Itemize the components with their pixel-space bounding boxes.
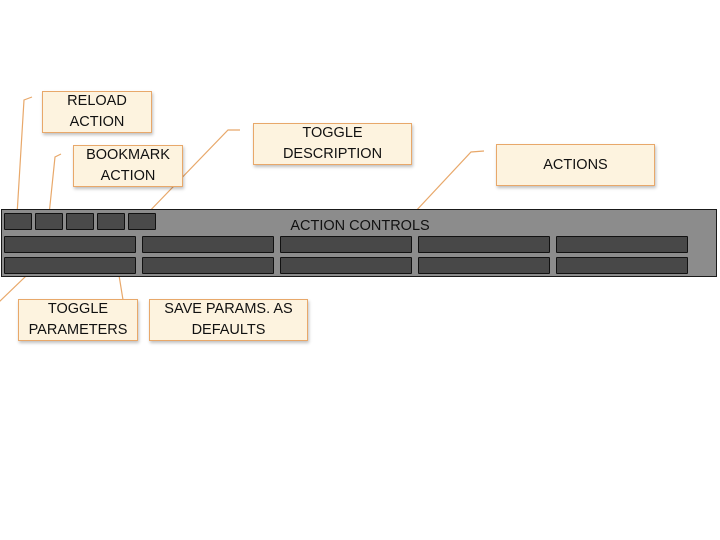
callout-actions: ACTIONS: [496, 144, 655, 186]
reload-action-button[interactable]: [4, 213, 32, 230]
panel-title: ACTION CONTROLS: [290, 218, 430, 234]
action-button[interactable]: [280, 257, 412, 274]
callout-save-params-as-defaults: SAVE PARAMS. AS DEFAULTS: [149, 299, 308, 341]
toggle-parameters-button[interactable]: [66, 213, 94, 230]
action-button[interactable]: [4, 236, 136, 253]
callout-reload-action: RELOAD ACTION: [42, 91, 152, 133]
action-button[interactable]: [418, 257, 550, 274]
callout-bookmark-action: BOOKMARK ACTION: [73, 145, 183, 187]
action-button[interactable]: [556, 257, 688, 274]
leader-bookmark: [48, 153, 62, 216]
action-button[interactable]: [556, 236, 688, 253]
action-button[interactable]: [4, 257, 136, 274]
action-button[interactable]: [418, 236, 550, 253]
action-button[interactable]: [142, 257, 274, 274]
action-button[interactable]: [280, 236, 412, 253]
action-controls-panel: ACTION CONTROLS: [1, 209, 717, 277]
leader-reload: [16, 96, 33, 216]
save-params-button[interactable]: [97, 213, 125, 230]
toggle-description-button[interactable]: [128, 213, 156, 230]
bookmark-action-button[interactable]: [35, 213, 63, 230]
callout-toggle-parameters: TOGGLE PARAMETERS: [18, 299, 138, 341]
callout-toggle-description: TOGGLE DESCRIPTION: [253, 123, 412, 165]
action-button[interactable]: [142, 236, 274, 253]
